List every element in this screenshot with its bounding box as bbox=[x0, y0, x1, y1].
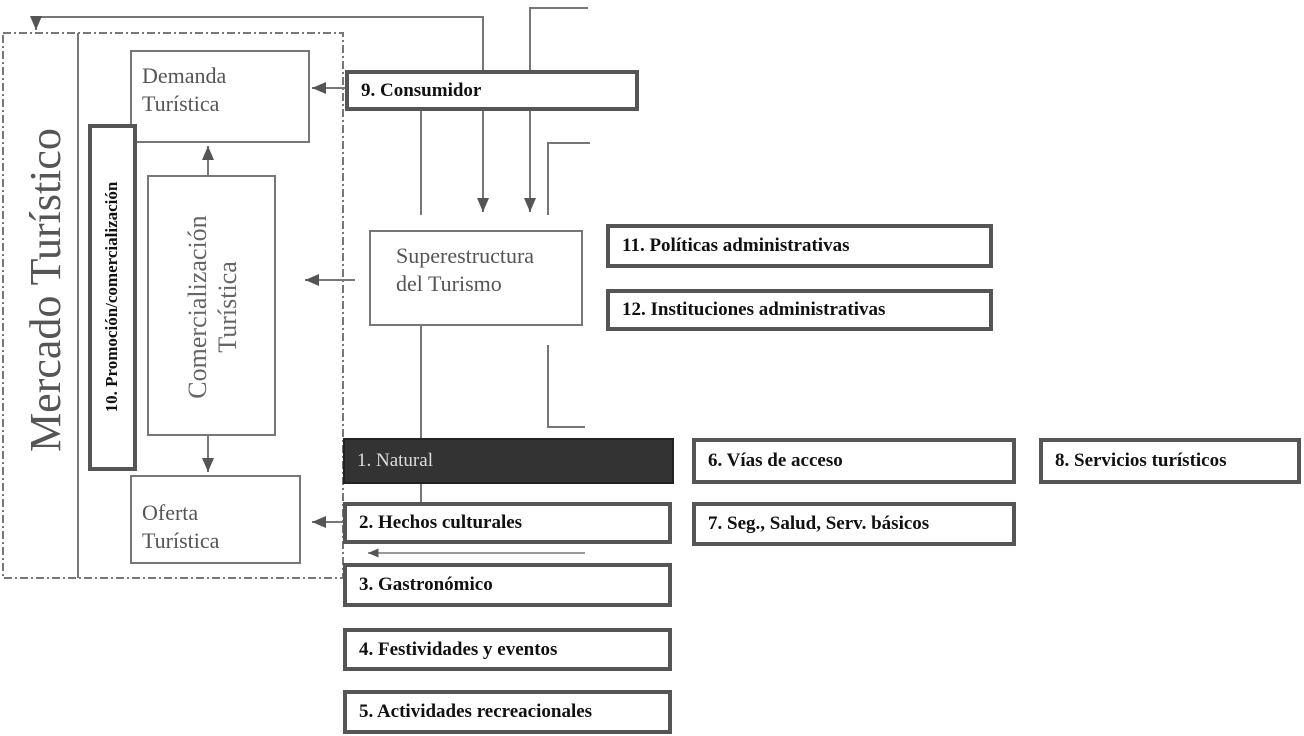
tourist-services-box: 8. Servicios turísticos bbox=[1039, 438, 1301, 484]
consumer-box: 9. Consumidor bbox=[345, 70, 639, 111]
market-title: Mercado Turístico bbox=[21, 128, 70, 452]
attraction-recreational: 5. Actividades recreacionales bbox=[343, 690, 672, 734]
superstructure-line1: Superestructura bbox=[396, 243, 535, 268]
policies-box: 11. Políticas administrativas bbox=[606, 224, 993, 268]
commercialization-line1: Comercialización bbox=[183, 215, 212, 399]
demand-line2: Turística bbox=[142, 91, 220, 116]
commercialization-line2: Turística bbox=[213, 261, 242, 353]
commercialization-box: Comercialización Turística bbox=[147, 175, 276, 436]
offer-box: Oferta Turística bbox=[130, 475, 301, 564]
institutions-box: 12. Instituciones administrativas bbox=[606, 289, 993, 331]
market-boundary bbox=[2, 32, 344, 579]
attraction-gastronomic: 3. Gastronómico bbox=[343, 563, 672, 607]
demand-line1: Demanda bbox=[142, 63, 227, 88]
offer-line1: Oferta bbox=[142, 500, 199, 525]
access-roads-box: 6. Vías de acceso bbox=[692, 438, 1016, 484]
demand-box: Demanda Turística bbox=[130, 50, 310, 143]
superstructure-box: Superestructura del Turismo bbox=[369, 230, 583, 326]
promotion-box: 10. Promoción/comercialización bbox=[88, 124, 137, 471]
attraction-cultural: 2. Hechos culturales bbox=[343, 502, 672, 544]
promotion-label: 10. Promoción/comercialización bbox=[102, 181, 121, 413]
attraction-natural: 1. Natural bbox=[343, 438, 674, 484]
commercialization-label: Comercialización Turística bbox=[183, 177, 243, 437]
superstructure-line2: del Turismo bbox=[396, 271, 502, 296]
basic-services-box: 7. Seg., Salud, Serv. básicos bbox=[692, 502, 1016, 546]
attraction-festivities: 4. Festividades y eventos bbox=[343, 628, 672, 671]
offer-line2: Turística bbox=[142, 528, 220, 553]
